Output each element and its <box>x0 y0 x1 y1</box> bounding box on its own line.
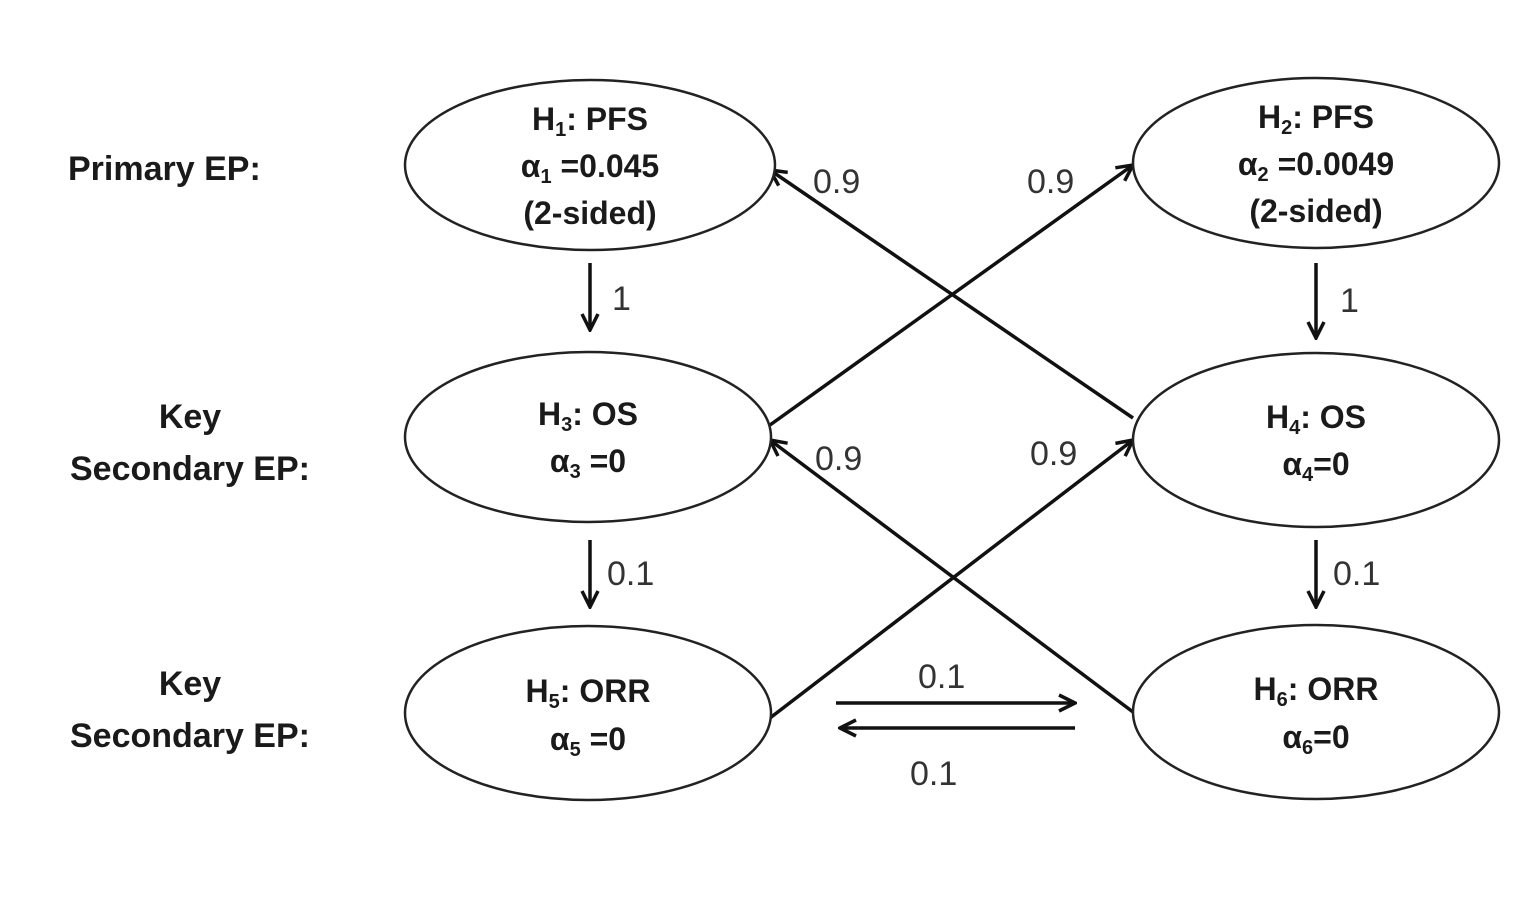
weight-h6-to-h5: 0.1 <box>910 755 957 793</box>
node-h2-title: H2: PFS <box>1258 99 1374 139</box>
row-label-secondary-ep-1: Secondary EP: <box>70 450 310 488</box>
weight-h6-to-h3: 0.9 <box>815 440 862 478</box>
node-h2-sided: (2-sided) <box>1249 193 1382 229</box>
node-h1: H1: PFS α1 =0.045 (2-sided) <box>403 78 777 252</box>
weight-h4-to-h1: 0.9 <box>813 163 860 201</box>
weight-h3-to-h2: 0.9 <box>1027 163 1074 201</box>
node-h3-ellipse <box>403 350 773 524</box>
weight-h2-to-h4: 1 <box>1340 282 1359 320</box>
weight-h3-to-h5: 0.1 <box>607 555 654 593</box>
node-h1-alpha: α1 =0.045 <box>521 148 659 188</box>
node-h1-title: H1: PFS <box>532 101 648 141</box>
node-h5-title: H5: ORR <box>526 673 651 713</box>
node-h2-alpha: α2 =0.0049 <box>1238 146 1394 186</box>
node-h3-title: H3: OS <box>538 396 638 436</box>
edge-h6-to-h3 <box>770 440 1135 714</box>
node-h4-ellipse <box>1131 351 1501 529</box>
row-label-key-1: Key <box>159 398 221 436</box>
node-h1-ellipse <box>403 78 777 252</box>
node-h3: H3: OS α3 =0 <box>403 350 773 524</box>
weight-h4-to-h6: 0.1 <box>1333 555 1380 593</box>
edges <box>590 165 1316 728</box>
weight-h1-to-h3: 1 <box>612 280 631 318</box>
weight-h5-to-h6: 0.1 <box>918 658 965 696</box>
node-h2: H2: PFS α2 =0.0049 (2-sided) <box>1131 76 1501 250</box>
node-h5-ellipse <box>403 624 773 802</box>
row-label-primary-ep: Primary EP: <box>68 150 261 188</box>
row-label-key-2: Key <box>159 665 221 703</box>
node-h6-title: H6: ORR <box>1254 671 1379 711</box>
node-h5: H5: ORR α5 =0 <box>403 624 773 802</box>
weight-h5-to-h4: 0.9 <box>1030 435 1077 473</box>
node-h2-ellipse <box>1131 76 1501 250</box>
node-h6-alpha: α6=0 <box>1282 719 1349 759</box>
edge-h5-to-h4 <box>768 440 1133 720</box>
node-h3-alpha: α3 =0 <box>550 443 626 483</box>
node-h4-title: H4: OS <box>1266 399 1366 439</box>
node-h6-ellipse <box>1131 623 1501 801</box>
node-h1-sided: (2-sided) <box>523 195 656 231</box>
edge-h3-to-h2 <box>768 165 1133 427</box>
row-label-secondary-ep-2: Secondary EP: <box>70 717 310 755</box>
edge-weights: 1 1 0.1 0.1 0.9 0.9 0.9 0.9 0.1 0.1 <box>607 163 1380 793</box>
node-h5-alpha: α5 =0 <box>550 721 626 761</box>
node-h4: H4: OS α4=0 <box>1131 351 1501 529</box>
node-h4-alpha: α4=0 <box>1282 446 1349 486</box>
node-h6: H6: ORR α6=0 <box>1131 623 1501 801</box>
